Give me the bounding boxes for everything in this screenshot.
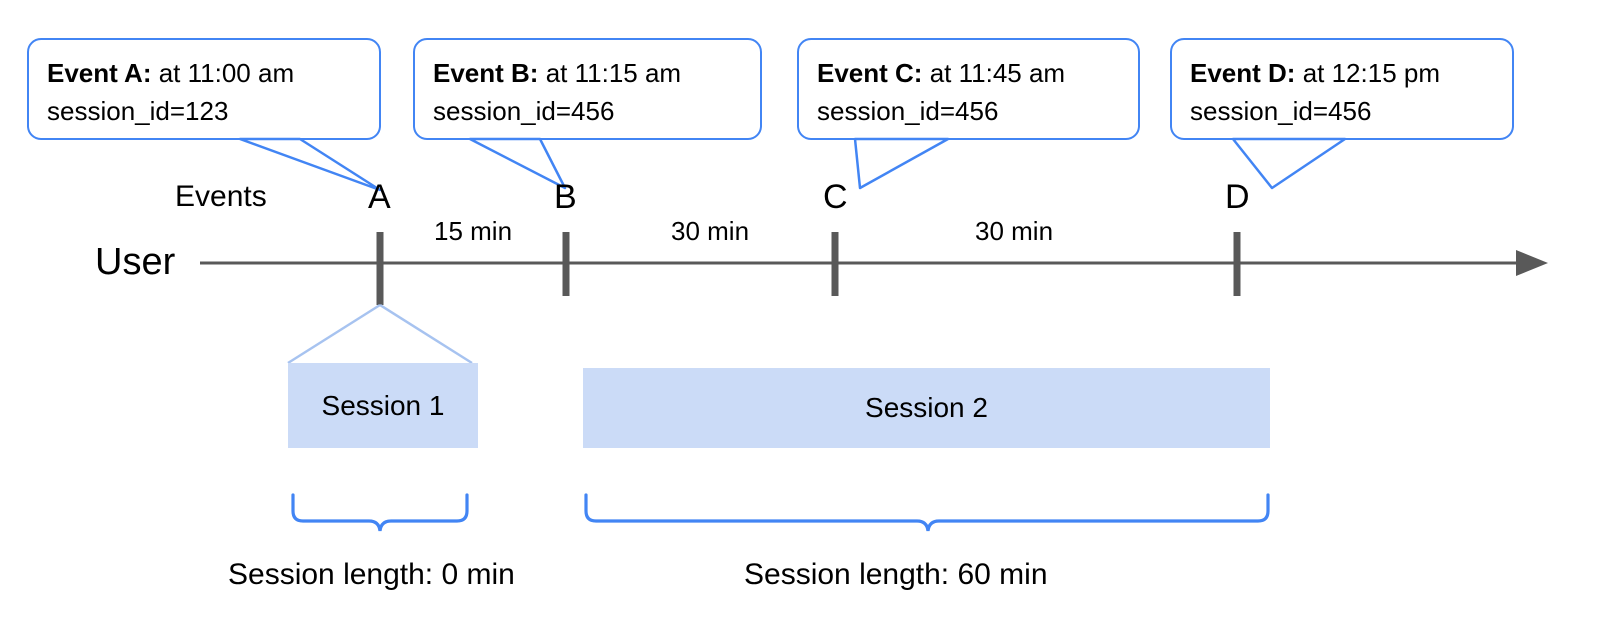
- callout-a-detail: at 11:00 am: [151, 58, 295, 88]
- row-label-events: Events: [175, 180, 267, 213]
- callout-tail-a: [238, 137, 382, 192]
- event-letter-b: B: [554, 178, 577, 216]
- callout-a-line1: Event A: at 11:00 am: [47, 54, 361, 92]
- callout-d-line1: Event D: at 12:15 pm: [1190, 54, 1494, 92]
- callout-tail-d: [1231, 137, 1347, 190]
- callout-event-c: Event C: at 11:45 am session_id=456: [797, 38, 1140, 140]
- callout-c-label: Event C:: [817, 58, 923, 88]
- callout-d-detail: at 12:15 pm: [1295, 58, 1441, 88]
- callout-b-session: session_id=456: [433, 96, 615, 126]
- session-1-label: Session 1: [321, 389, 445, 421]
- callout-c-session: session_id=456: [817, 96, 999, 126]
- session-1-length-label: Session length: 0 min: [228, 558, 515, 591]
- callout-d-session: session_id=456: [1190, 96, 1372, 126]
- callout-c-detail: at 11:45 am: [922, 58, 1066, 88]
- gap-label-a-b: 15 min: [434, 216, 513, 246]
- callout-b-line1: Event B: at 11:15 am: [433, 54, 742, 92]
- callout-tail-b: [468, 137, 567, 190]
- callout-a-session: session_id=123: [47, 96, 229, 126]
- session-box-2: Session 2: [583, 368, 1270, 448]
- callout-b-detail: at 11:15 am: [538, 58, 682, 88]
- callout-event-d: Event D: at 12:15 pm session_id=456: [1170, 38, 1514, 140]
- event-letter-c: C: [823, 178, 848, 216]
- callout-c-line1: Event C: at 11:45 am: [817, 54, 1120, 92]
- event-letter-a: A: [368, 178, 391, 216]
- timeline-axis: [200, 250, 1548, 276]
- row-label-user: User: [95, 241, 176, 283]
- callout-b-label: Event B:: [433, 58, 539, 88]
- gap-label-b-c: 30 min: [671, 216, 750, 246]
- callout-event-a: Event A: at 11:00 am session_id=123: [27, 38, 381, 140]
- brace-session-2: [584, 493, 1270, 532]
- event-letter-d: D: [1225, 178, 1250, 216]
- gap-label-c-d: 30 min: [975, 216, 1054, 246]
- brace-session-1: [291, 493, 469, 532]
- callout-tail-c: [853, 137, 950, 190]
- callout-d-label: Event D:: [1190, 58, 1296, 88]
- session-box-1: Session 1: [288, 363, 478, 448]
- session1-connector: [287, 303, 473, 365]
- session-2-label: Session 2: [865, 392, 988, 423]
- callout-a-label: Event A:: [47, 58, 152, 88]
- session-2-length-label: Session length: 60 min: [744, 558, 1048, 591]
- callout-event-b: Event B: at 11:15 am session_id=456: [413, 38, 762, 140]
